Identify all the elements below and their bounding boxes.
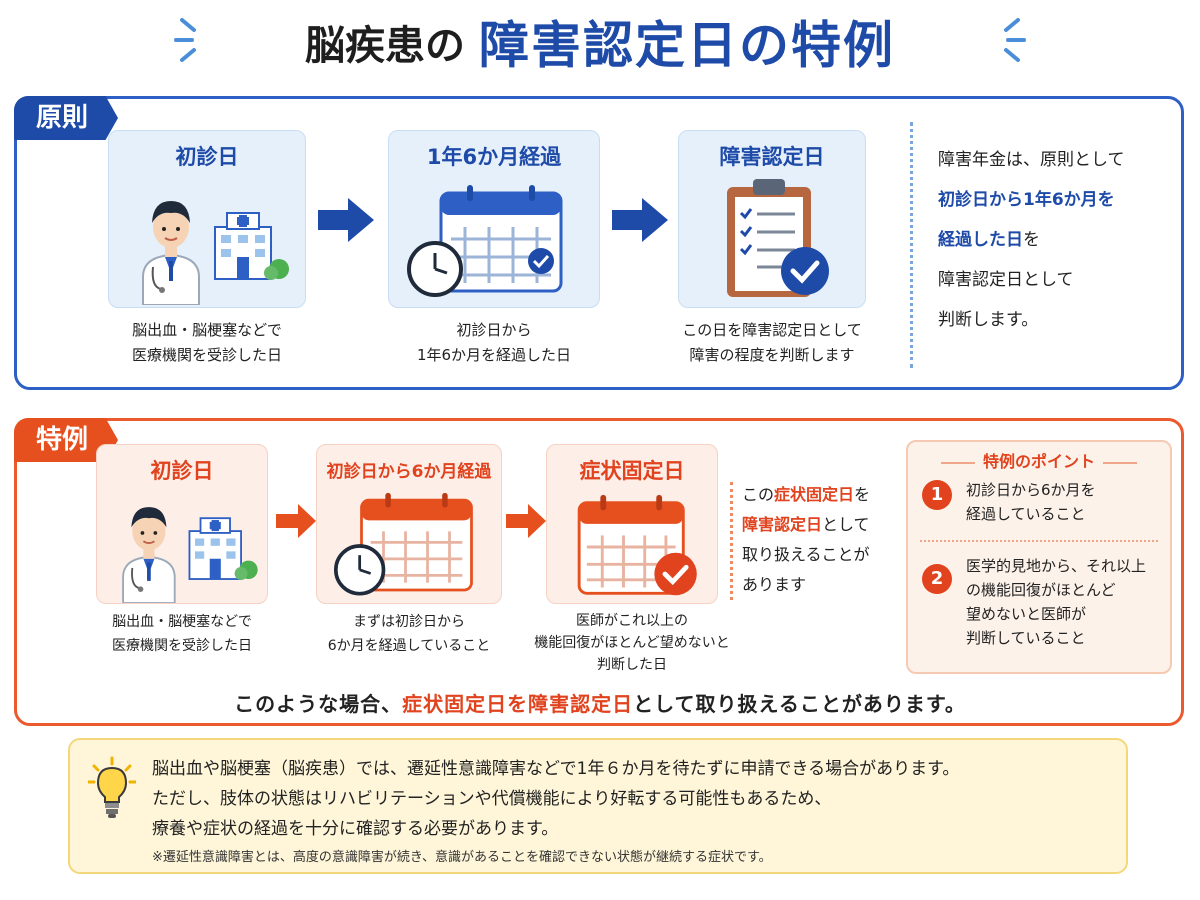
principle-section: 原則 [14, 96, 1184, 390]
principle-step2-caption-line2: 1年6か月を経過した日 [416, 346, 572, 364]
summary-post: として取り扱えることがあります。 [633, 692, 966, 716]
exception-step2-caption-line1: まずは初診日から [353, 614, 465, 630]
page-title: 脳疾患の障害認定日の特例 [305, 8, 895, 83]
exception-explanation-post1: を [854, 485, 871, 504]
burst-lines-left-icon [174, 18, 196, 62]
title-area: 脳疾患の障害認定日の特例 [0, 8, 1200, 82]
exception-step2-caption-line2: 6か月を経過していること [327, 638, 491, 654]
title-part1: 脳疾患の [305, 22, 465, 69]
doctor-hospital-icon [142, 201, 289, 305]
principle-step-18-months: 1年6か月経過 [388, 130, 600, 308]
summary-highlight: 症状固定日を障害認定日 [402, 692, 634, 716]
point-2-line2: の機能回復がほとんど [966, 581, 1116, 599]
exception-step3-caption-line2: 機能回復がほとんど望めないと [534, 635, 730, 651]
doctor-hospital-icon [122, 507, 258, 603]
exception-step2-caption: まずは初診日から 6か月を経過していること [296, 610, 522, 658]
principle-step3-caption-line2: 障害の程度を判断します [689, 346, 855, 364]
exception-explanation-line2: 障害認定日として [742, 510, 870, 540]
exception-step3-caption-line1: 医師がこれ以上の [576, 613, 688, 629]
clipboard-check-icon [727, 179, 829, 297]
exception-step-6-months: 初診日から6か月経過 [316, 444, 502, 604]
note-box: 脳出血や脳梗塞（脳疾患）では、遷延性意識障害などで1年６か月を待たずに申請できる… [68, 738, 1128, 874]
principle-step2-caption-line1: 初診日から [456, 321, 532, 339]
calendar-check-icon [577, 494, 697, 596]
point-2-line3: 望めないと医師が [966, 605, 1087, 623]
arrow-right-icon [276, 504, 316, 538]
point-1-line2: 経過していること [966, 505, 1086, 523]
principle-step1-title: 初診日 [175, 145, 239, 169]
note-line2: ただし、肢体の状態はリハビリテーションや代償機能により好転する可能性もあるため、 [152, 789, 832, 809]
principle-explanation-line3-highlight: 経過した日 [938, 230, 1023, 250]
summary-pre: このような場合、 [234, 692, 403, 716]
note-footnote: ※遷延性意識障害とは、高度の意識障害が続き、意識があることを確認できない状態が継… [152, 850, 772, 865]
principle-explanation: 障害年金は、原則として 初診日から1年6か月を 経過した日を 障害認定日として … [938, 140, 1125, 340]
arrow-right-icon [612, 198, 668, 242]
exception-explanation-hl1: 症状固定日 [774, 485, 855, 504]
exception-section: 特例 [14, 418, 1184, 726]
principle-step1-caption: 脳出血・脳梗塞などで 医療機関を受診した日 [96, 318, 318, 368]
note-line1: 脳出血や脳梗塞（脳疾患）では、遷延性意識障害などで1年６か月を待たずに申請できる… [152, 759, 960, 779]
exception-step1-caption-line2: 医療機関を受診した日 [112, 638, 252, 654]
exception-step2-title: 初診日から6か月経過 [326, 462, 492, 482]
point-2-line1: 医学的見地から、それ以上 [966, 557, 1147, 575]
burst-lines-right-icon [1004, 18, 1026, 62]
exception-explanation-post2: として [822, 515, 870, 534]
exception-step-first-visit: 初診日 [96, 444, 268, 604]
exception-points-box: 特例のポイント 1 初診日から6か月を 経過していること 2 医学的見地から、そ… [906, 440, 1172, 674]
principle-explanation-line3-rest: を [1023, 230, 1040, 250]
principle-explanation-line4: 障害認定日として [938, 270, 1074, 290]
exception-label: 特例 [14, 418, 119, 462]
exception-explanation-line1: この症状固定日を [742, 480, 870, 510]
point-2-line4: 判断していること [966, 629, 1086, 647]
exception-step3-caption-line3: 判断した日 [597, 657, 667, 673]
point-1-line1: 初診日から6か月を [966, 481, 1096, 499]
exception-step3-title: 症状固定日 [579, 459, 685, 483]
exception-divider [730, 482, 733, 600]
principle-step1-caption-line1: 脳出血・脳梗塞などで [132, 321, 282, 339]
arrow-right-icon [506, 504, 546, 538]
title-part2: 障害認定日の特例 [479, 16, 895, 75]
exception-explanation-pre: この [742, 485, 775, 504]
lightbulb-icon [88, 756, 136, 818]
exception-explanation-hl2: 障害認定日 [742, 515, 823, 534]
principle-step-first-visit: 初診日 [108, 130, 306, 308]
principle-step2-title: 1年6か月経過 [426, 145, 562, 169]
points-title: 特例のポイント [908, 448, 1170, 472]
point-2-number: 2 [922, 564, 952, 594]
principle-label: 原則 [14, 96, 119, 140]
principle-step-recognition-day: 障害認定日 [678, 130, 866, 308]
principle-explanation-line5: 判断します。 [938, 310, 1039, 330]
calendar-clock-icon [334, 492, 473, 596]
point-1-number: 1 [922, 480, 952, 510]
points-divider [920, 540, 1158, 542]
exception-explanation-line3: 取り扱えることが [742, 545, 870, 564]
point-2-text: 医学的見地から、それ以上 の機能回復がほとんど 望めないと医師が 判断しているこ… [966, 554, 1146, 650]
note-line3: 療養や症状の経過を十分に確認する必要があります。 [152, 819, 559, 839]
exception-explanation: この症状固定日を 障害認定日として 取り扱えることが あります [742, 480, 870, 600]
principle-step1-caption-line2: 医療機関を受診した日 [131, 346, 282, 364]
calendar-clock-check-icon [407, 185, 563, 297]
principle-step3-title: 障害認定日 [719, 145, 825, 169]
points-title-text: 特例のポイント [982, 452, 1095, 471]
principle-divider [910, 122, 913, 368]
exception-step1-title: 初診日 [150, 459, 214, 483]
point-1-text: 初診日から6か月を 経過していること [966, 478, 1096, 526]
exception-step1-caption: 脳出血・脳梗塞などで 医療機関を受診した日 [78, 610, 286, 658]
arrow-right-icon [318, 198, 374, 242]
exception-step3-caption: 医師がこれ以上の 機能回復がほとんど望めないと 判断した日 [516, 610, 748, 676]
exception-step1-caption-line1: 脳出血・脳梗塞などで [112, 614, 252, 630]
principle-explanation-line1: 障害年金は、原則として [938, 150, 1125, 170]
exception-summary: このような場合、症状固定日を障害認定日として取り扱えることがあります。 [0, 688, 1200, 717]
principle-step3-caption-line1: この日を障害認定日として [682, 321, 862, 339]
principle-step3-caption: この日を障害認定日として 障害の程度を判断します [650, 318, 894, 368]
principle-step2-caption: 初診日から 1年6か月を経過した日 [378, 318, 610, 368]
principle-explanation-line3: 経過した日を [938, 220, 1125, 260]
exception-explanation-line4: あります [742, 575, 807, 594]
exception-step-symptom-fixed: 症状固定日 [546, 444, 718, 604]
principle-explanation-line2: 初診日から1年6か月を [938, 190, 1115, 210]
